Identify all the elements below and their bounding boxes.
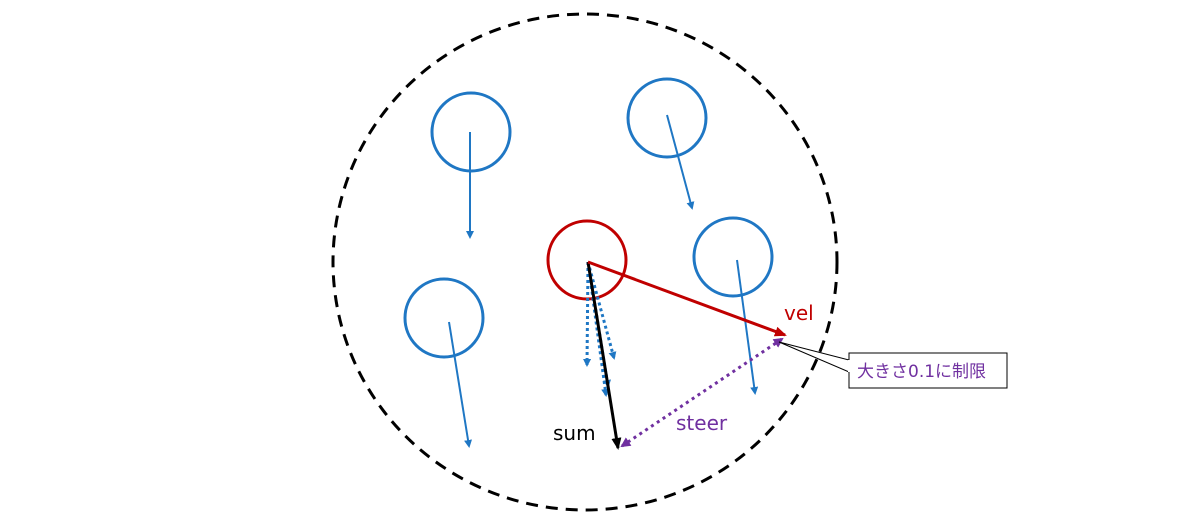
neighbor-body bbox=[692, 216, 774, 298]
neighbor-velocity-arrow bbox=[666, 114, 695, 210]
perception-boundary bbox=[331, 12, 839, 512]
copied-velocity-arrow bbox=[586, 261, 610, 397]
callout-text: 大きさ0.1に制限 bbox=[857, 362, 986, 382]
sum-label: sum bbox=[553, 421, 596, 445]
vel-vector-arrow bbox=[587, 260, 787, 337]
copied-velocity-arrow bbox=[586, 261, 617, 360]
callout-box bbox=[848, 352, 1008, 389]
neighbor-boid-1 bbox=[430, 91, 512, 239]
neighbor-body bbox=[626, 77, 708, 159]
neighbor-velocity-arrow bbox=[736, 259, 759, 395]
copied-velocity-arrow bbox=[583, 261, 592, 367]
sum-vector-arrow bbox=[586, 261, 622, 450]
neighbor-boid-2 bbox=[626, 77, 708, 210]
neighbor-velocity-arrow bbox=[448, 321, 472, 448]
steer-label: steer bbox=[676, 411, 728, 435]
neighbor-boid-3 bbox=[403, 277, 485, 448]
limit-callout: 大きさ0.1に制限 bbox=[778, 341, 1008, 389]
neighbor-body bbox=[403, 277, 485, 359]
vel-label: vel bbox=[784, 301, 814, 325]
